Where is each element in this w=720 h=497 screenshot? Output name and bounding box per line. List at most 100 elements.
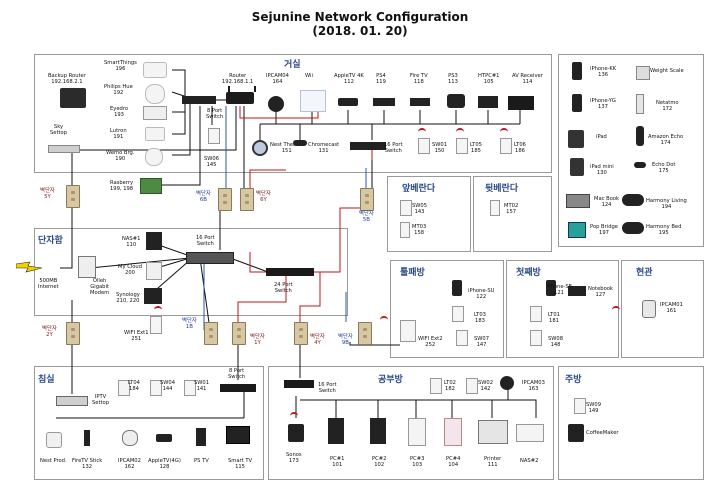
ps3-icon bbox=[447, 94, 465, 108]
room-living-label: 거실 bbox=[284, 60, 301, 70]
wire-red-4y bbox=[299, 272, 321, 322]
sw09-label: SW09 149 bbox=[586, 402, 602, 414]
eyedro-icon bbox=[143, 106, 167, 120]
iphone-kk-icon bbox=[572, 62, 582, 80]
lt06-icon bbox=[500, 138, 512, 154]
harmony-living-icon bbox=[622, 194, 644, 206]
wifi-icon bbox=[380, 316, 388, 326]
wall-plate-6y-label: 벽단자 6Y bbox=[256, 191, 271, 203]
ipad-label: iPad bbox=[596, 134, 607, 140]
wire-modem bbox=[60, 205, 73, 269]
philips-hue-label: Philips Hue 192 bbox=[104, 84, 133, 96]
ipcam04-label: IPCAM04 164 bbox=[266, 73, 289, 85]
room-first-label: 첫째방 bbox=[516, 268, 541, 278]
firetv-stick-label: FireTV Stick 132 bbox=[72, 458, 103, 470]
pc3-icon bbox=[408, 418, 426, 446]
wifi-icon bbox=[290, 412, 298, 422]
coffeemaker-label: CoffeeMaker bbox=[586, 430, 619, 436]
iphone-su-icon bbox=[452, 280, 462, 296]
wire-red-sw24 bbox=[249, 252, 268, 273]
lt06-label: LT06 186 bbox=[514, 142, 526, 154]
harmony-bed-label: Harmony Bed 195 bbox=[646, 224, 682, 236]
iphone-yg-icon bbox=[572, 94, 582, 112]
wire-9b-ext2 bbox=[349, 342, 400, 346]
chromecast-label: Chromecast 131 bbox=[308, 142, 340, 154]
sw05-label: SW05 143 bbox=[412, 203, 428, 215]
lt04-label: LT04 184 bbox=[128, 380, 140, 392]
philips-hue-icon bbox=[145, 84, 165, 104]
ipcam02-icon bbox=[122, 430, 138, 446]
coffeemaker-icon bbox=[568, 424, 584, 442]
sw01-bed-icon bbox=[184, 380, 196, 396]
mt02-label: MT02 157 bbox=[504, 203, 519, 215]
pop-bridge-label: Pop Bridge 197 bbox=[590, 224, 618, 236]
smartthings-icon bbox=[143, 62, 167, 78]
wall-plate-1y-label: 벽단자 1Y bbox=[250, 334, 265, 346]
wifi-ext1-icon bbox=[150, 316, 162, 334]
wall-plate-2y-label: 벽단자 2Y bbox=[42, 326, 57, 338]
iphone-yg-label: iPhone-YG 137 bbox=[590, 98, 616, 110]
appletv4k-icon bbox=[338, 98, 358, 106]
sw02-label: SW02 142 bbox=[478, 380, 494, 392]
16port-switch-junction-icon bbox=[186, 252, 234, 264]
iphone-se-label: iPhone-SE 121 bbox=[546, 284, 572, 296]
rasberry-label: Rasberry 199, 198 bbox=[110, 180, 134, 192]
16port-switch-study-label: 16 Port Switch bbox=[318, 382, 337, 394]
ipcam03-label: IPCAM03 163 bbox=[522, 380, 545, 392]
ipad-icon bbox=[568, 130, 584, 148]
room-study-label: 공부방 bbox=[378, 375, 403, 385]
mycloud-label: My Cloud 200 bbox=[118, 264, 143, 276]
smart-tv-label: Smart TV 115 bbox=[228, 458, 253, 470]
wire-16-24 bbox=[229, 257, 269, 273]
nest-thermostat-icon bbox=[252, 140, 268, 156]
16port-switch-living-label: 16 Port Switch bbox=[384, 142, 403, 154]
firetv-icon bbox=[410, 98, 430, 106]
nest-prod-label: Nest Prod. bbox=[40, 458, 67, 464]
room-bedroom-label: 침실 bbox=[38, 375, 55, 385]
ipad-mini-label: iPad mini 130 bbox=[590, 164, 614, 176]
lt03-label: LT03 183 bbox=[474, 312, 486, 324]
sw02-icon bbox=[466, 378, 478, 394]
weight-scale-icon bbox=[636, 66, 650, 80]
synology-icon bbox=[144, 288, 162, 304]
pc4-icon bbox=[444, 418, 462, 446]
printer-icon bbox=[478, 420, 508, 444]
sw08-icon bbox=[530, 330, 542, 346]
internet-lightning-icon bbox=[15, 258, 43, 274]
iphone-kk-label: iPhone-KK 136 bbox=[590, 66, 617, 78]
diagram-date: (2018. 01. 20) bbox=[312, 24, 408, 38]
ipcam03-icon bbox=[500, 376, 514, 390]
wall-plate-1y bbox=[232, 322, 246, 345]
wall-plate-5y-label: 벽단자 5Y bbox=[40, 188, 55, 200]
wall-switch-sw05-icon bbox=[400, 200, 412, 216]
sw04-label: SW04 144 bbox=[160, 380, 176, 392]
wall-plate-6b-label: 벽단자 6B bbox=[196, 191, 211, 203]
olleh-modem-icon bbox=[78, 256, 96, 278]
sw08-label: SW08 148 bbox=[548, 336, 564, 348]
smart-tv-icon bbox=[226, 426, 250, 444]
router-label: Router 192.168.1.1 bbox=[222, 73, 254, 85]
room-kitchen bbox=[558, 366, 704, 480]
room-small-label: 툴패방 bbox=[400, 268, 425, 278]
room-back-veranda bbox=[473, 176, 552, 252]
wall-plate-4y-label: 벽단자 4Y bbox=[310, 334, 325, 346]
appletv4g-label: AppleTV(4G) 128 bbox=[148, 458, 181, 470]
echo-dot-label: Echo Dot 175 bbox=[652, 162, 676, 174]
wall-plate-5b-label: 벽단자 5B bbox=[359, 211, 374, 223]
ipad-mini-icon bbox=[570, 158, 584, 176]
wall-plate-6b bbox=[218, 188, 232, 211]
wire-modem-16 bbox=[89, 257, 191, 269]
appletv4g-icon bbox=[156, 434, 172, 442]
wifi-ext2-icon bbox=[400, 320, 416, 342]
room-entrance-label: 현관 bbox=[636, 268, 653, 278]
lt03-icon bbox=[452, 306, 464, 322]
wire-rasberry bbox=[162, 106, 201, 186]
iphone-se-icon bbox=[546, 280, 556, 296]
nas1-icon bbox=[146, 232, 162, 250]
ipcam01-icon bbox=[642, 300, 656, 318]
sonos-label: Sonos 173 bbox=[286, 452, 302, 464]
8port-switch-living-label: 8 Port Switch bbox=[206, 108, 224, 120]
8port-switch-bed-label: 8 Port Switch bbox=[228, 368, 246, 380]
router-antenna-icon bbox=[228, 86, 256, 92]
